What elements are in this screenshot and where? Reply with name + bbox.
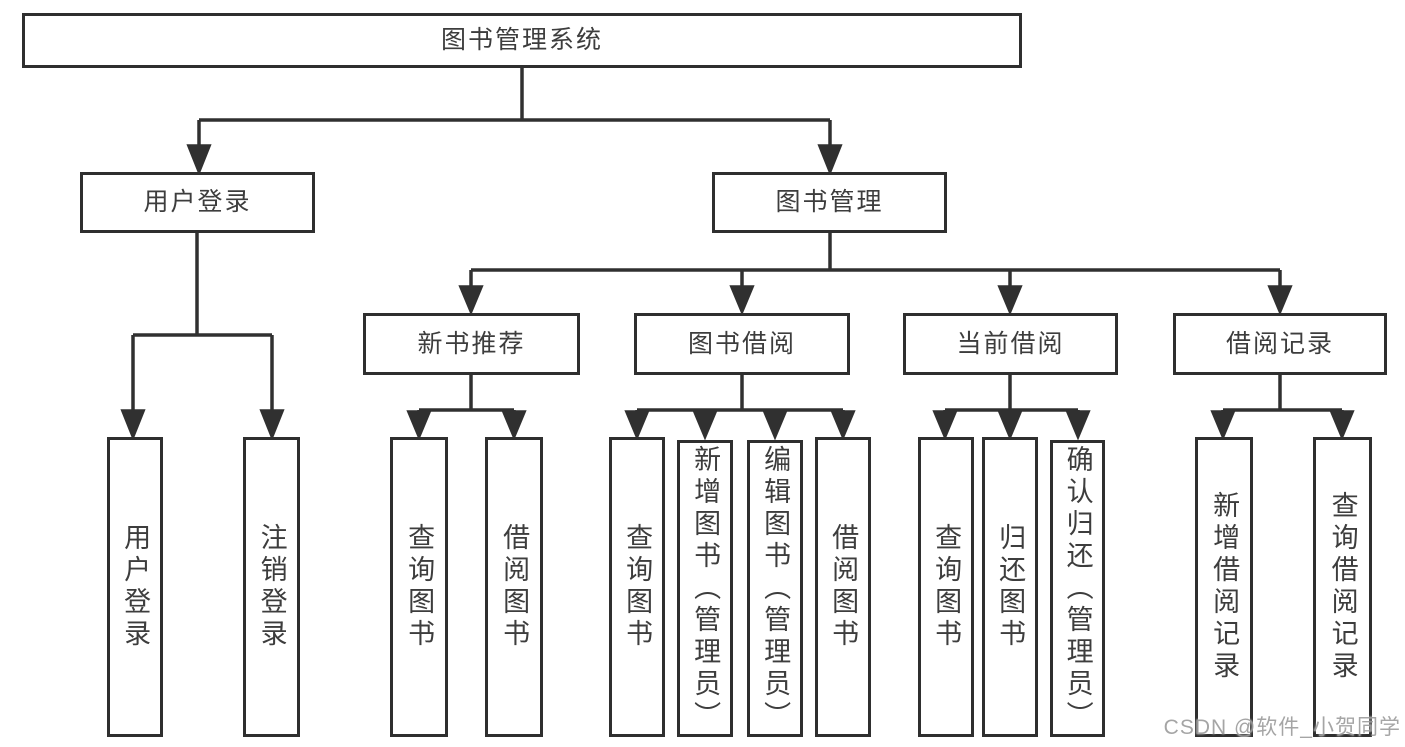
connector-borrow-record-children bbox=[1210, 375, 1355, 441]
leaf-current-query-books: 查询图书 bbox=[918, 437, 974, 737]
node-root: 图书管理系统 bbox=[22, 13, 1022, 68]
leaf-return-books: 归还图书 bbox=[982, 437, 1038, 737]
leaf-add-books-admin-label: 新增图书（管理员） bbox=[690, 444, 721, 733]
node-borrow-records: 借阅记录 bbox=[1173, 313, 1387, 375]
node-new-book-recommend: 新书推荐 bbox=[363, 313, 580, 375]
leaf-borrow-query-books: 查询图书 bbox=[609, 437, 665, 737]
leaf-recommend-query-books-label: 查询图书 bbox=[404, 523, 435, 651]
node-book-borrow: 图书借阅 bbox=[634, 313, 850, 375]
leaf-add-borrow-record: 新增借阅记录 bbox=[1195, 437, 1253, 737]
watermark: CSDN @软件_小贺同学 bbox=[1163, 716, 1401, 739]
connector-root-to-level2 bbox=[186, 67, 843, 176]
node-book-borrow-label: 图书借阅 bbox=[687, 329, 796, 358]
node-current-borrow-label: 当前借阅 bbox=[956, 329, 1065, 358]
leaf-confirm-return-admin: 确认归还（管理员） bbox=[1050, 440, 1105, 737]
connector-user-login-children bbox=[120, 233, 285, 441]
leaf-current-query-books-label: 查询图书 bbox=[931, 523, 962, 651]
leaf-logout-label: 注销登录 bbox=[256, 523, 287, 651]
connector-new-book-children bbox=[406, 375, 527, 441]
leaf-return-books-label: 归还图书 bbox=[995, 523, 1026, 651]
leaf-borrow-books-label: 借阅图书 bbox=[828, 523, 859, 651]
node-root-label: 图书管理系统 bbox=[440, 26, 603, 54]
node-book-management: 图书管理 bbox=[712, 172, 947, 233]
leaf-recommend-borrow-books: 借阅图书 bbox=[485, 437, 543, 737]
node-user-login-label: 用户登录 bbox=[143, 188, 252, 216]
node-user-login: 用户登录 bbox=[80, 172, 315, 233]
leaf-query-borrow-record: 查询借阅记录 bbox=[1313, 437, 1372, 737]
leaf-query-borrow-record-label: 查询借阅记录 bbox=[1327, 491, 1358, 683]
leaf-add-borrow-record-label: 新增借阅记录 bbox=[1209, 491, 1240, 683]
connector-book-management-children bbox=[458, 233, 1293, 316]
leaf-user-login-label: 用户登录 bbox=[120, 523, 151, 651]
leaf-user-login: 用户登录 bbox=[107, 437, 163, 737]
leaf-recommend-borrow-books-label: 借阅图书 bbox=[499, 523, 530, 651]
node-current-borrow: 当前借阅 bbox=[903, 313, 1118, 375]
leaf-recommend-query-books: 查询图书 bbox=[390, 437, 448, 737]
connector-current-borrow-children bbox=[932, 375, 1091, 441]
node-borrow-records-label: 借阅记录 bbox=[1225, 329, 1334, 358]
leaf-borrow-books: 借阅图书 bbox=[815, 437, 871, 737]
node-book-management-label: 图书管理 bbox=[775, 188, 884, 216]
leaf-edit-books-admin: 编辑图书（管理员） bbox=[747, 440, 803, 737]
leaf-borrow-query-books-label: 查询图书 bbox=[622, 523, 653, 651]
leaf-edit-books-admin-label: 编辑图书（管理员） bbox=[760, 444, 791, 733]
leaf-add-books-admin: 新增图书（管理员） bbox=[677, 440, 733, 737]
leaf-confirm-return-admin-label: 确认归还（管理员） bbox=[1062, 444, 1093, 733]
leaf-logout: 注销登录 bbox=[243, 437, 300, 737]
node-new-book-recommend-label: 新书推荐 bbox=[417, 329, 526, 358]
connector-book-borrow-children bbox=[624, 375, 856, 441]
